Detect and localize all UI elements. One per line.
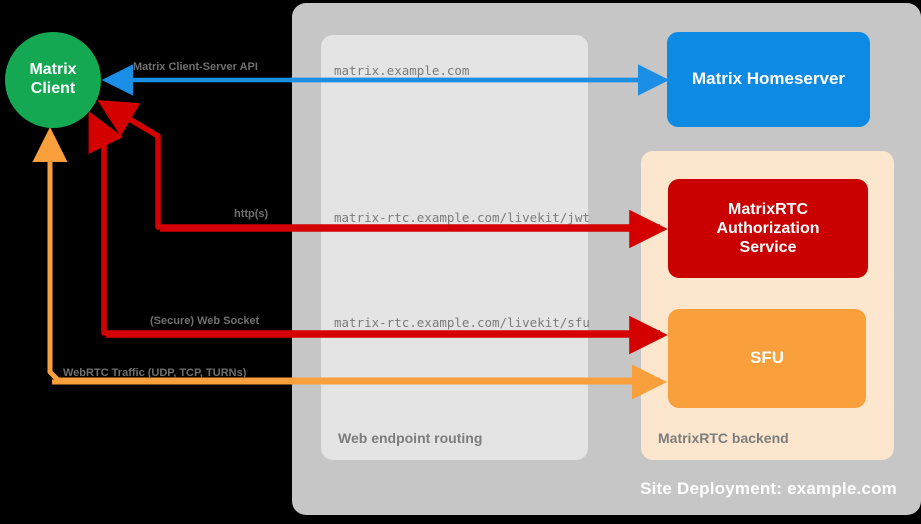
web-endpoint-routing-panel: Web endpoint routing (321, 35, 588, 460)
node-sfu-label: SFU (750, 348, 784, 368)
endpoint-label-matrix: matrix.example.com (334, 63, 470, 78)
node-auth-line3: Service (739, 239, 797, 257)
edge-label-https: http(s) (234, 208, 269, 220)
endpoint-label-livekit-jwt: matrix-rtc.example.com/livekit/jwt (334, 210, 590, 225)
edge-webrtc-traffic (32, 126, 668, 400)
site-deployment-label: Site Deployment: example.com (640, 479, 897, 498)
node-matrix-homeserver[interactable]: Matrix Homeserver (667, 32, 870, 127)
edge-https-jwt (97, 100, 668, 249)
node-auth-line1: MatrixRTC (727, 200, 808, 218)
node-matrix-client-line1: Matrix (29, 61, 77, 79)
edge-label-secure-websocket: (Secure) Web Socket (150, 315, 260, 327)
matrixrtc-backend-label: MatrixRTC backend (658, 430, 789, 446)
node-matrix-homeserver-label: Matrix Homeserver (691, 69, 846, 89)
node-matrix-client-line2: Client (30, 80, 76, 97)
edge-label-webrtc-traffic: WebRTC Traffic (UDP, TCP, TURNs) (63, 367, 247, 379)
node-matrix-client[interactable]: Matrix Client (5, 32, 101, 128)
edge-label-matrix-client-server-api: Matrix Client-Server API (133, 61, 258, 73)
node-sfu[interactable]: SFU (668, 309, 866, 408)
web-endpoint-routing-label: Web endpoint routing (338, 430, 483, 446)
node-matrixrtc-authorization-service[interactable]: MatrixRTC Authorization Service (668, 179, 868, 278)
node-auth-line2: Authorization (716, 219, 820, 237)
edge-secure-websocket (88, 111, 668, 355)
endpoint-label-livekit-sfu: matrix-rtc.example.com/livekit/sfu (334, 315, 590, 330)
